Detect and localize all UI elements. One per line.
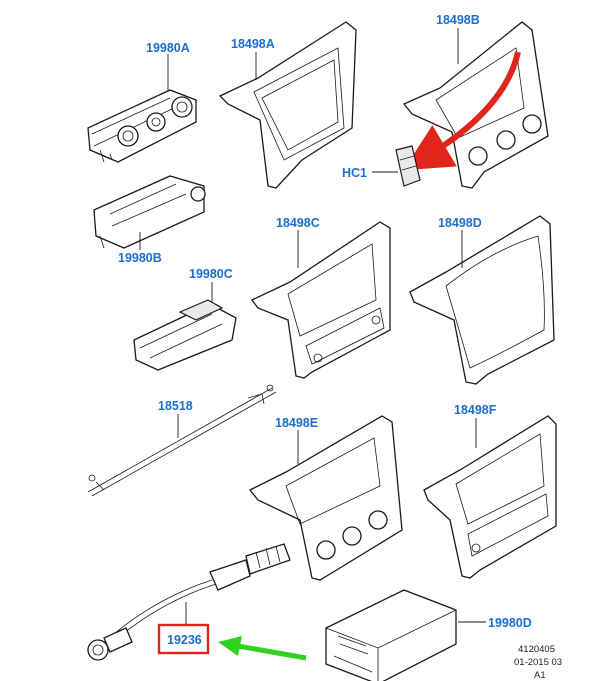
- label-HC1: HC1: [342, 166, 367, 180]
- footer-date: 01-2015 03: [514, 657, 562, 668]
- label-19980C: 19980C: [189, 267, 233, 281]
- red-arrow: [403, 51, 521, 171]
- part-19236: [87, 543, 291, 661]
- label-18498B: 18498B: [436, 13, 480, 27]
- part-18498D: [409, 215, 555, 385]
- footer-rev: A1: [534, 670, 546, 681]
- part-19980B: [93, 175, 206, 249]
- label-19980A: 19980A: [146, 41, 190, 55]
- highlight-box-19236: [157, 623, 210, 655]
- part-HC1: [395, 145, 421, 187]
- label-18498D: 18498D: [438, 216, 482, 230]
- label-18518: 18518: [158, 399, 193, 413]
- part-18498B: [402, 21, 549, 189]
- label-18498E: 18498E: [275, 416, 318, 430]
- part-18498A: [218, 21, 357, 189]
- label-19236: 19236: [167, 633, 202, 647]
- part-19980D: [325, 589, 457, 681]
- part-19980A: [87, 89, 197, 163]
- label-19980D: 19980D: [488, 616, 532, 630]
- part-18518: [87, 384, 277, 497]
- part-18498E: [248, 415, 403, 581]
- label-18498C: 18498C: [276, 216, 320, 230]
- part-18498F: [423, 415, 557, 579]
- part-18498C: [251, 221, 391, 379]
- part-19980C: [133, 299, 237, 371]
- footer-ref: 4120405: [518, 644, 555, 655]
- label-19980B: 19980B: [118, 251, 162, 265]
- label-18498A: 18498A: [231, 37, 275, 51]
- label-18498F: 18498F: [454, 403, 497, 417]
- green-arrow: [218, 636, 307, 661]
